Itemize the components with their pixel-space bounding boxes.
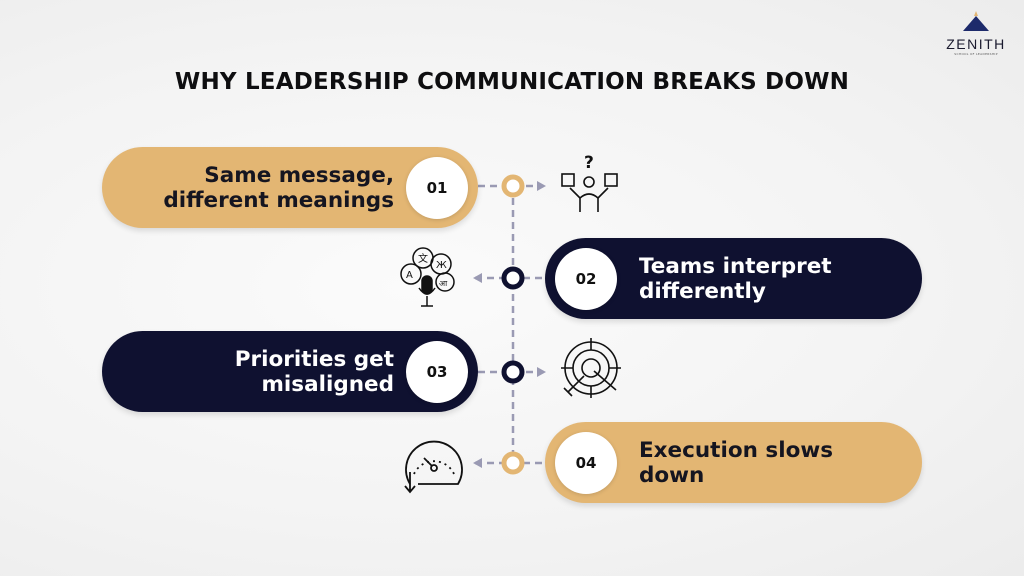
node-3 — [501, 360, 525, 384]
arrow-left-icon — [473, 273, 482, 283]
mountain-peak-icon — [963, 11, 989, 31]
arrow-left-icon — [473, 458, 482, 468]
speedometer-down-arrow-icon — [404, 440, 463, 494]
zenith-logo: ZENITH SCHOOL OF LEADERSHIP — [938, 10, 1014, 56]
arrow-right-icon — [537, 367, 546, 377]
node-4 — [501, 451, 525, 475]
step-03-number: 03 — [406, 340, 468, 403]
svg-text:Ж: Ж — [436, 260, 447, 271]
step-02-line2: differently — [639, 278, 766, 304]
logo-name: ZENITH — [946, 36, 1006, 52]
step-03-line1: Priorities get — [234, 346, 394, 372]
svg-text:?: ? — [584, 153, 594, 173]
step-04-line1: Execution slows — [639, 437, 833, 463]
step-01-card: Same message,different meanings 01 — [102, 147, 478, 228]
svg-text:A: A — [406, 270, 413, 281]
logo-tagline: SCHOOL OF LEADERSHIP — [954, 52, 998, 56]
step-01-number: 01 — [406, 156, 468, 219]
svg-text:आ: आ — [439, 279, 448, 288]
step-02-line1: Teams interpret — [639, 253, 832, 279]
node-1 — [501, 174, 525, 198]
step-04-line2: down — [639, 462, 705, 488]
page-title: WHY LEADERSHIP COMMUNICATION BREAKS DOWN — [174, 69, 850, 95]
confused-person-boxes-icon: ? — [561, 153, 618, 212]
node-2 — [501, 266, 525, 290]
step-04-number: 04 — [555, 431, 617, 494]
step-01-line1: Same message, — [204, 162, 394, 188]
step-03-line2: misaligned — [261, 371, 395, 397]
svg-text:文: 文 — [418, 252, 428, 265]
step-01-line2: different meanings — [163, 187, 394, 213]
arrow-right-icon — [537, 181, 546, 191]
target-wrench-plug-icon — [561, 338, 621, 398]
step-02-number: 02 — [555, 247, 617, 310]
